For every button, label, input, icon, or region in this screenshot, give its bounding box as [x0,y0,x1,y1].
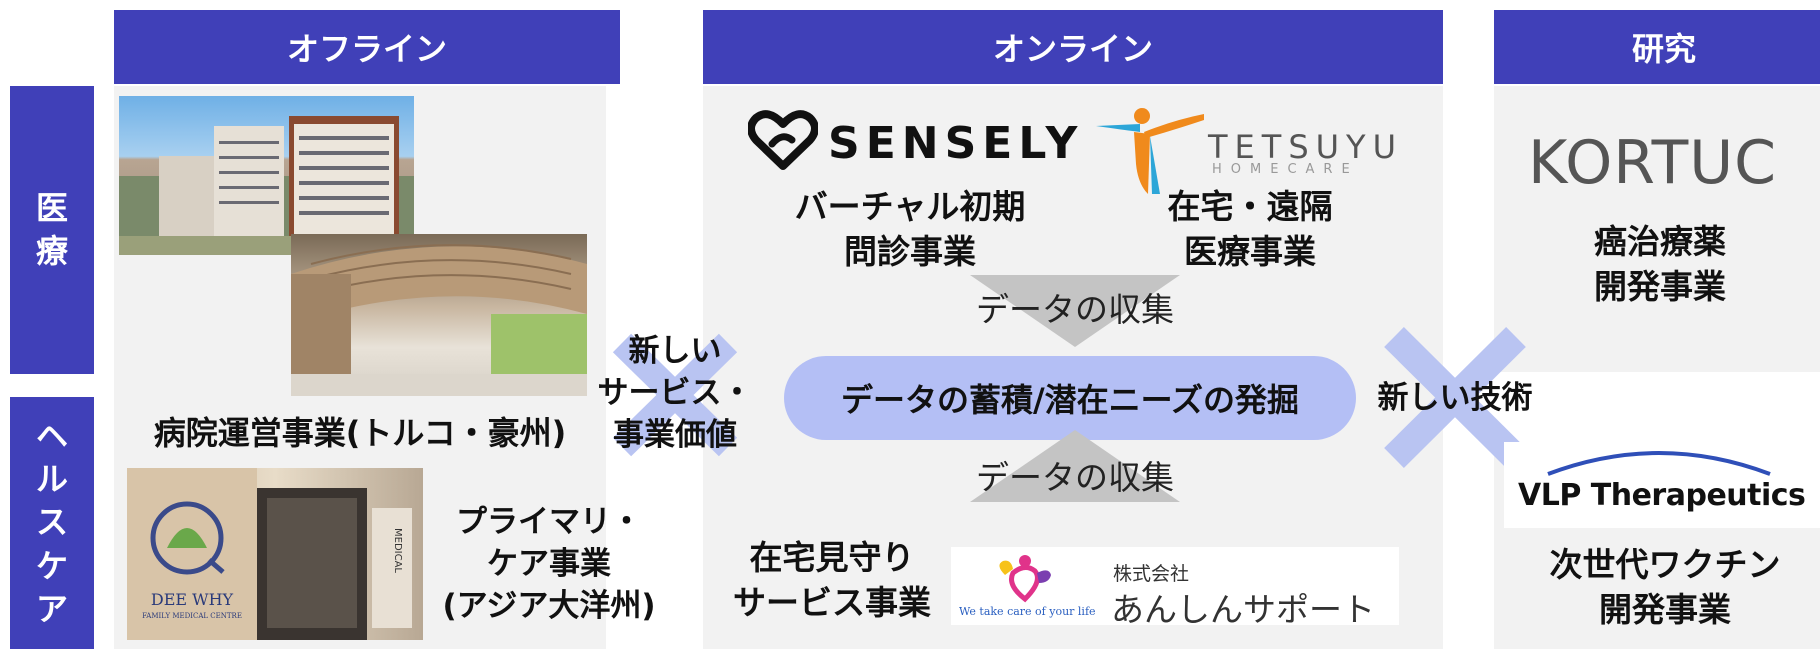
vlp-label: 次世代ワクチン 開発事業 [1520,543,1810,632]
vlp-logo-box: VLP Therapeutics [1504,442,1820,528]
hospital-building-photo [119,96,414,255]
dee-why-logo-icon [127,468,412,640]
anshin-logo-box: We take care of your life 株式会社 あんしんサポート [951,547,1399,629]
primary-care-line: (アジア大洋州) [442,587,656,624]
home-watch-label: 在宅見守り サービス事業 [722,536,942,625]
tetsuyu-label: 在宅・遠隔 医療事業 [1130,185,1370,274]
row-medical-char: 医 [35,188,68,227]
row-label-medical: 医 療 [10,86,94,374]
data-hub: データの蓄積/潜在ニーズの発掘 [784,356,1356,440]
home-watch-line: サービス事業 [733,582,931,622]
row-healthcare-char: ヘ [35,417,68,456]
hospital-building-icon [119,116,414,255]
kortuc-line: 癌治療薬 [1594,222,1726,261]
header-offline: オフライン [114,10,620,84]
vlp-swoosh-icon [1547,451,1771,476]
vlp-logo: VLP Therapeutics [1518,478,1806,513]
primary-care-line: プライマリ・ [456,504,642,540]
vlp-line: 開発事業 [1599,589,1731,629]
anshin-name: あんしんサポート [1111,590,1375,629]
new-tech-label: 新しい技術 [1377,380,1533,416]
primary-care-line: ケア事業 [487,545,611,582]
tetsuyu-figure-icon [1096,108,1204,194]
new-service-line: サービス・ [597,374,753,411]
data-collect-bottom-label: データの収集 [976,458,1174,497]
hospital-operations-label: 病院運営事業(トルコ・豪州) [153,414,567,452]
panel-research-top [1494,86,1820,372]
row-healthcare-char: ア [35,589,68,628]
kortuc-label: 癌治療薬 開発事業 [1540,220,1780,309]
new-service-label: 新しい サービス・ 事業価値 [590,331,760,457]
tetsuyu-logo: TETSUYU [1208,128,1404,166]
data-collect-top-label: データの収集 [976,290,1174,329]
kortuc-logo: KORTUC [1528,128,1778,198]
row-healthcare-char: ケ [35,546,68,585]
vlp-line: 次世代ワクチン [1549,545,1781,584]
sensely-heart-icon [748,110,818,170]
sensely-logo: SENSELY [828,118,1084,169]
arrow-up-icon [970,430,1180,502]
tetsuyu-line: 在宅・遠隔 [1167,187,1333,226]
tetsuyu-sub: HOMECARE [1212,162,1359,177]
home-watch-line: 在宅見守り [749,538,915,577]
header-research: 研究 [1494,10,1820,84]
anshin-tagline: We take care of your life [959,605,1096,618]
cross-left-icon [612,333,738,457]
tetsuyu-line: 医療事業 [1184,231,1316,271]
arrow-down-icon [970,275,1180,347]
primary-care-label: プライマリ・ ケア事業 (アジア大洋州) [424,502,674,628]
new-service-line: 事業価値 [613,416,737,453]
dee-why-sub: FAMILY MEDICAL CENTRE [142,612,242,620]
clinic-photo: DEE WHY FAMILY MEDICAL CENTRE MEDICAL [127,468,423,640]
hospital-atrium-icon [291,244,587,396]
anshin-company-type: 株式会社 [1113,563,1190,585]
header-research-label: 研究 [1631,30,1696,68]
dee-why-medical: MEDICAL [392,528,403,573]
header-offline-label: オフライン [286,30,447,68]
row-healthcare-char: ス [35,503,68,542]
row-medical-char: 療 [35,232,68,270]
data-hub-label: データの蓄積/潜在ニーズの発掘 [840,381,1300,419]
row-healthcare-char: ル [35,460,68,499]
hospital-atrium-photo [291,234,587,396]
kortuc-line: 開発事業 [1594,266,1726,306]
header-online: オンライン [703,10,1443,84]
sensely-label: バーチャル初期 問診事業 [780,185,1040,274]
dee-why-sign: DEE WHY [150,590,234,609]
cross-right-icon [1384,327,1526,468]
sensely-line: バーチャル初期 [794,187,1026,226]
row-label-healthcare: ヘ ル ス ケ ア [10,397,94,649]
sensely-line: 問診事業 [844,231,976,271]
header-online-label: オンライン [992,30,1153,68]
anshin-hearts-icon [999,555,1051,603]
new-service-line: 新しい [628,333,722,369]
